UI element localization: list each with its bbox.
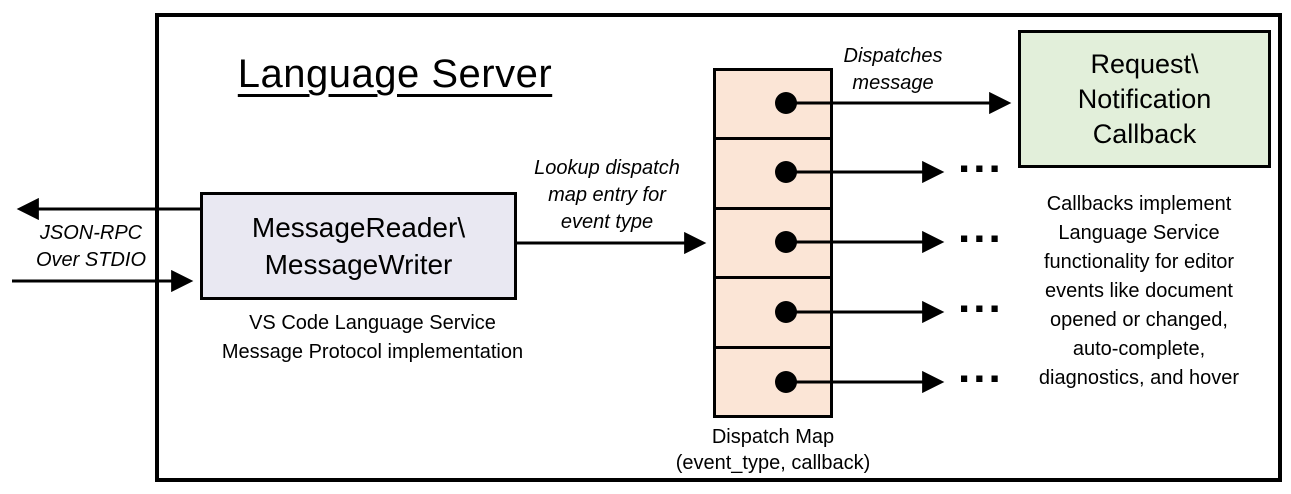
- dispatch-map-cell: [716, 279, 830, 349]
- dispatches-message-label-line2: message: [852, 72, 934, 94]
- lookup-dispatch-label-line1: Lookup dispatch: [534, 157, 680, 179]
- callbacks-note-line: diagnostics, and hover: [1038, 367, 1240, 389]
- dispatch-map-cell: [716, 209, 830, 280]
- callback-box-line3: Callback: [1092, 118, 1197, 149]
- ellipsis-row5: ...: [958, 343, 1004, 392]
- lookup-dispatch-label: Lookup dispatch map entry for event type: [518, 155, 696, 236]
- ellipsis-row2: ...: [958, 133, 1004, 182]
- dispatches-message-label: Dispatches message: [818, 43, 968, 97]
- message-box-caption-line2: Message Protocol implementation: [221, 341, 524, 363]
- request-notification-callback-box: Request\ Notification Callback: [1018, 30, 1271, 168]
- message-reader-writer-line1: MessageReader\: [251, 212, 466, 243]
- message-reader-writer-line2: MessageWriter: [264, 249, 453, 280]
- dispatch-map-cell: [716, 348, 830, 416]
- message-reader-writer-box: MessageReader\ MessageWriter: [200, 192, 517, 300]
- lookup-dispatch-label-line3: event type: [560, 211, 654, 233]
- message-box-caption-line1: VS Code Language Service: [249, 312, 496, 334]
- dispatch-map-cell: [716, 140, 830, 210]
- callbacks-note-line: functionality for editor: [1043, 251, 1235, 273]
- callback-box-line1: Request\: [1090, 48, 1199, 79]
- callbacks-note-line: auto-complete,: [1072, 338, 1206, 360]
- callbacks-note: Callbacks implement Language Service fun…: [1002, 190, 1276, 393]
- ellipsis-row3: ...: [958, 203, 1004, 252]
- dispatch-map-caption-line1: Dispatch Map: [711, 426, 835, 448]
- json-rpc-stdio-label-line2: Over STDIO: [35, 249, 146, 271]
- dispatches-message-label-line1: Dispatches: [843, 45, 943, 67]
- callbacks-note-line: opened or changed,: [1050, 309, 1228, 331]
- dispatch-map-cell: [716, 71, 830, 141]
- page-title: Language Server: [237, 52, 553, 96]
- json-rpc-stdio-label-line1: JSON-RPC: [39, 222, 143, 244]
- callbacks-note-line: Callbacks implement: [1046, 193, 1232, 215]
- ellipsis-row4: ...: [958, 273, 1004, 322]
- dispatch-map-box: [713, 68, 833, 418]
- language-server-boundary-box: [155, 13, 1282, 482]
- lookup-dispatch-label-line2: map entry for: [548, 184, 666, 206]
- message-box-caption: VS Code Language Service Message Protoco…: [190, 309, 555, 367]
- callbacks-note-line: Language Service: [1058, 222, 1220, 244]
- dispatch-map-caption-line2: (event_type, callback): [675, 452, 871, 474]
- callbacks-note-line: events like document: [1045, 280, 1233, 302]
- callback-box-line2: Notification: [1077, 83, 1212, 114]
- dispatch-map-caption: Dispatch Map (event_type, callback): [640, 424, 906, 476]
- json-rpc-stdio-label: JSON-RPC Over STDIO: [18, 220, 164, 274]
